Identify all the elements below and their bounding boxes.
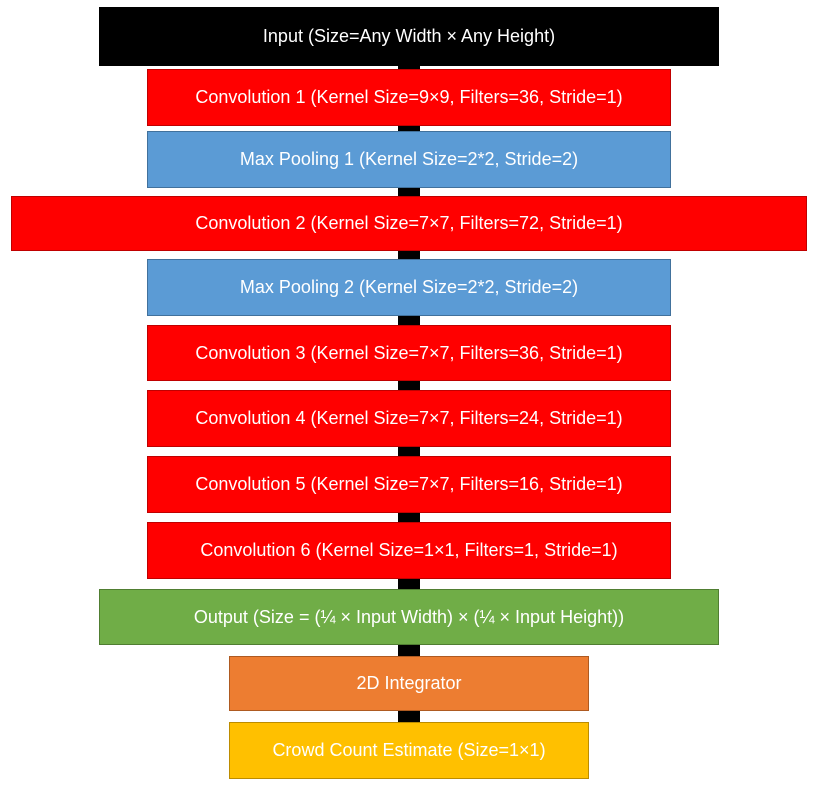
convolution-3-layer: Convolution 3 (Kernel Size=7×7, Filters=… [147, 325, 671, 381]
max-pooling-2-label: Max Pooling 2 (Kernel Size=2*2, Stride=2… [239, 277, 579, 297]
convolution-1-layer: Convolution 1 (Kernel Size=9×9, Filters=… [147, 69, 671, 126]
convolution-6-label: Convolution 6 (Kernel Size=1×1, Filters=… [200, 540, 618, 560]
convolution-2-layer: Convolution 2 (Kernel Size=7×7, Filters=… [11, 196, 807, 251]
convolution-2-label: Convolution 2 (Kernel Size=7×7, Filters=… [195, 213, 623, 233]
max-pooling-2-layer: Max Pooling 2 (Kernel Size=2*2, Stride=2… [147, 259, 671, 316]
output-layer: Output (Size = (¼ × Input Width) × (¼ × … [99, 589, 719, 645]
convolution-1-label: Convolution 1 (Kernel Size=9×9, Filters=… [195, 87, 623, 107]
convolution-4-label: Convolution 4 (Kernel Size=7×7, Filters=… [195, 408, 623, 428]
convolution-5-layer: Convolution 5 (Kernel Size=7×7, Filters=… [147, 456, 671, 513]
convolution-5-label: Convolution 5 (Kernel Size=7×7, Filters=… [195, 474, 623, 494]
crowd-count-estimate-block: Crowd Count Estimate (Size=1×1) [229, 722, 589, 779]
convolution-3-label: Convolution 3 (Kernel Size=7×7, Filters=… [195, 342, 623, 363]
output-layer-label: Output (Size = (¼ × Input Width) × (¼ × … [193, 606, 625, 627]
input-layer: Input (Size=Any Width × Any Height) [99, 7, 719, 66]
2d-integrator-block: 2D Integrator [229, 656, 589, 711]
2d-integrator-label: 2D Integrator [356, 673, 462, 693]
convolution-6-layer: Convolution 6 (Kernel Size=1×1, Filters=… [147, 522, 671, 579]
convolution-4-layer: Convolution 4 (Kernel Size=7×7, Filters=… [147, 390, 671, 447]
crowd-count-estimate-label: Crowd Count Estimate (Size=1×1) [272, 740, 546, 760]
max-pooling-1-layer: Max Pooling 1 (Kernel Size=2*2, Stride=2… [147, 131, 671, 188]
input-layer-label: Input (Size=Any Width × Any Height) [262, 26, 556, 46]
max-pooling-1-label: Max Pooling 1 (Kernel Size=2*2, Stride=2… [239, 149, 579, 169]
